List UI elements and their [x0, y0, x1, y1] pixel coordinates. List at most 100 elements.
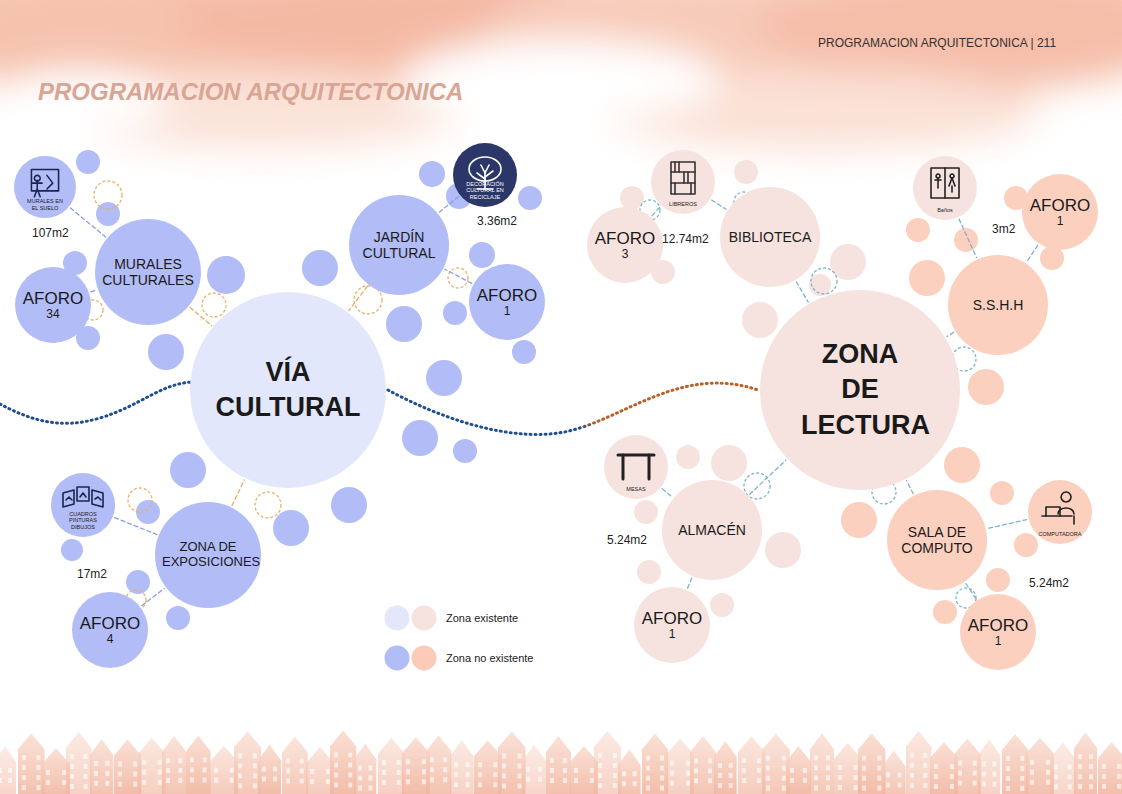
icon-stroke: [935, 179, 941, 181]
window: [83, 754, 87, 759]
capacity-number: 1: [995, 635, 1002, 648]
bubble-text: BIBLIOTECA: [720, 187, 820, 287]
zone-name: SALA DE COMPUTO: [897, 524, 977, 556]
icon-stroke: [47, 175, 53, 189]
bubble-fill: [15, 267, 91, 343]
bubble-text: DECORACIÓN CULTURAL EN RECICLAJE: [453, 143, 517, 207]
window: [454, 762, 458, 767]
capacity-bubble: AFORO4: [72, 592, 148, 668]
window: [478, 782, 482, 787]
window: [982, 762, 986, 767]
window: [1068, 764, 1072, 769]
icon-stroke: [671, 162, 695, 194]
bubble-text: MURALES EN EL SUELO: [14, 156, 76, 218]
dashed-connector: [91, 290, 96, 292]
zone-bubble: JARDÍN CULTURAL: [349, 195, 449, 295]
capacity-bubble: AFORO1: [960, 594, 1036, 670]
window: [454, 782, 458, 787]
window: [310, 779, 314, 784]
zone-name: ZONA DE LECTURA: [801, 337, 919, 442]
window: [563, 758, 567, 763]
window: [803, 768, 807, 773]
house: [858, 734, 885, 794]
window: [382, 770, 386, 775]
window: [877, 786, 881, 791]
capacity-number: 1: [669, 628, 676, 641]
bubble-text: Baños: [913, 156, 977, 220]
window: [1046, 760, 1050, 765]
legend-swatches: [384, 605, 440, 631]
legend-text: Zona existente: [446, 612, 518, 624]
window: [973, 781, 977, 786]
window: [742, 758, 746, 763]
house: [42, 748, 70, 794]
dashed-connector: [115, 518, 157, 535]
legend-row: Zona existente: [384, 605, 518, 631]
window: [178, 778, 182, 783]
house: [330, 730, 356, 794]
icon-stroke: [1061, 492, 1071, 502]
capacity-title: AFORO: [23, 290, 83, 308]
window: [518, 763, 522, 768]
icon-caption: MURALES EN EL SUELO: [23, 198, 67, 211]
capacity-number: 4: [107, 633, 114, 646]
page-title: PROGRAMACION ARQUITECTONICA: [38, 78, 463, 106]
window: [910, 783, 914, 788]
capacity-number: 3: [622, 248, 629, 261]
bubble: [61, 539, 83, 561]
zone-name: S.S.H.H: [973, 297, 1024, 313]
bubble-fill: [913, 156, 977, 220]
window: [923, 783, 927, 788]
bubble: [419, 161, 445, 187]
house: [282, 736, 308, 794]
house: [666, 739, 694, 794]
zone-name: ALMACÉN: [678, 522, 746, 538]
window: [826, 765, 830, 770]
window: [406, 759, 410, 764]
window: [923, 773, 927, 778]
window: [326, 779, 330, 784]
house: [786, 746, 811, 794]
window: [958, 781, 962, 786]
legend-swatch: [385, 606, 410, 631]
window: [950, 764, 954, 769]
dashed-connector: [445, 269, 472, 283]
house: [66, 732, 91, 794]
house: [138, 738, 166, 794]
window: [613, 773, 617, 778]
bubble: [136, 500, 160, 524]
bubble-text: VÍA CULTURAL: [190, 292, 386, 488]
window: [1102, 784, 1106, 789]
icon-stroke: [674, 183, 676, 194]
window: [1089, 784, 1093, 789]
window: [105, 761, 109, 766]
window: [686, 771, 690, 776]
window: [253, 753, 257, 758]
dashed-connector: [947, 332, 954, 336]
window: [598, 783, 602, 788]
dashed-connector: [190, 307, 211, 325]
icon-stroke: [485, 165, 489, 173]
house: [834, 743, 862, 794]
dashed-connector: [907, 481, 914, 494]
house: [1074, 732, 1097, 794]
window: [105, 781, 109, 786]
dashed-bubble: [448, 268, 468, 288]
window: [133, 762, 137, 767]
bubble: [620, 186, 644, 210]
window: [826, 785, 830, 790]
icon-caption: Baños: [937, 207, 953, 213]
window: [262, 767, 266, 772]
zone-bubble: BIBLIOTECA: [720, 187, 820, 287]
dashed-connector: [439, 196, 458, 212]
window: [478, 772, 482, 777]
house: [762, 734, 790, 794]
window: [992, 762, 996, 767]
window: [646, 776, 650, 781]
window: [493, 782, 497, 787]
icon-stroke: [63, 490, 74, 507]
zone-name: VÍA CULTURAL: [213, 355, 363, 425]
window: [286, 778, 290, 783]
window: [466, 772, 470, 777]
window: [1006, 786, 1010, 791]
